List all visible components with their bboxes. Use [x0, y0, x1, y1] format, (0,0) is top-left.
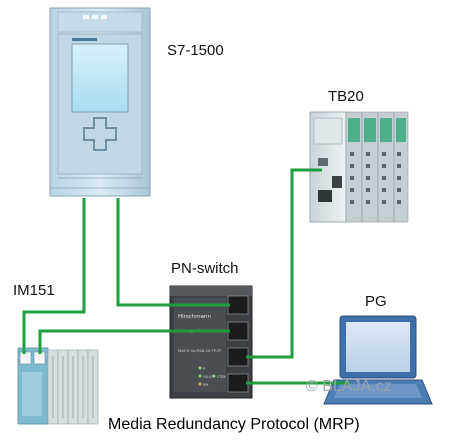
- cable-plc-to-im151: [22, 198, 86, 354]
- switch-status-leds: [198, 366, 216, 386]
- cable-plc-to-switch: [116, 198, 230, 307]
- plc-label: S7-1500: [167, 42, 224, 59]
- tb20-io-station: [309, 111, 409, 223]
- pg-laptop: [323, 315, 433, 405]
- switch-led-label-1: P: [203, 367, 205, 371]
- switch-led-label-2: FAULT: [203, 375, 214, 379]
- pg-label: PG: [365, 293, 387, 310]
- watermark: © BLAJA.cz: [306, 378, 392, 395]
- im151-io-station: [17, 347, 99, 425]
- switch-led-label-4: STBY: [217, 375, 227, 379]
- diagram-caption: Media Redundancy Protocol (MRP): [108, 416, 360, 433]
- tb20-label: TB20: [328, 88, 364, 105]
- cable-im151-to-switch: [38, 329, 230, 354]
- switch-model: MACH 4x/RSB-20-TP-TP: [178, 348, 222, 353]
- plc-nav-cross-icon: [83, 117, 117, 151]
- switch-brand: Hirschmann: [178, 314, 212, 320]
- pn-switch-label: PN-switch: [171, 260, 239, 277]
- pn-switch: Hirschmann managed MACH 4x/RSB-20-TP-TP …: [169, 285, 253, 399]
- cable-switch-to-tb20: [246, 168, 322, 359]
- plc-display: [71, 43, 129, 113]
- im151-label: IM151: [13, 282, 55, 299]
- switch-led-label-3: RM: [203, 383, 208, 387]
- s7-1500-plc: [49, 7, 151, 197]
- network-cables: [22, 168, 350, 385]
